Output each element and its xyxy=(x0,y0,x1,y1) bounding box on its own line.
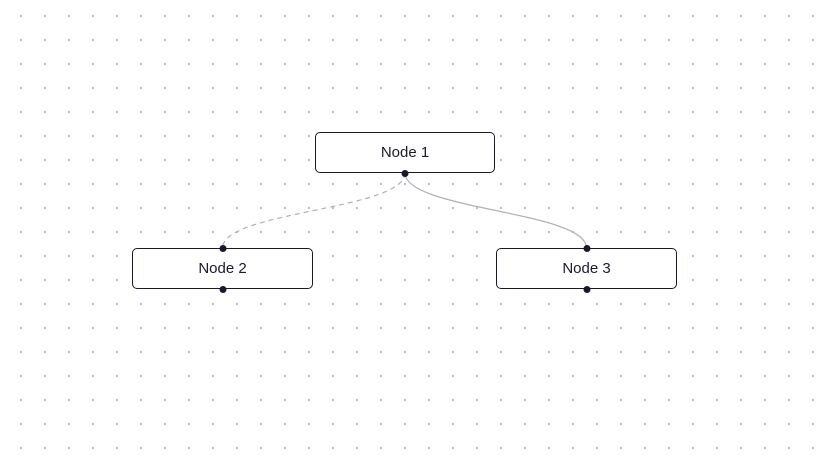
node-label: Node 2 xyxy=(198,260,247,277)
node-label: Node 3 xyxy=(562,260,611,277)
flow-node-1[interactable]: Node 1 xyxy=(315,132,495,177)
flow-node-3[interactable]: Node 3 xyxy=(496,244,677,293)
node-2-top-handle[interactable] xyxy=(219,244,226,252)
node-3-bottom-handle[interactable] xyxy=(583,285,590,293)
edge-1-to-3[interactable] xyxy=(404,172,588,249)
node-2-bottom-handle[interactable] xyxy=(219,285,226,293)
node-1-bottom-handle[interactable] xyxy=(401,169,409,177)
node-3-top-handle[interactable] xyxy=(583,244,590,252)
node-label: Node 1 xyxy=(380,144,430,161)
edge-1-to-2[interactable] xyxy=(221,172,406,249)
flow-node-2[interactable]: Node 2 xyxy=(132,244,313,293)
